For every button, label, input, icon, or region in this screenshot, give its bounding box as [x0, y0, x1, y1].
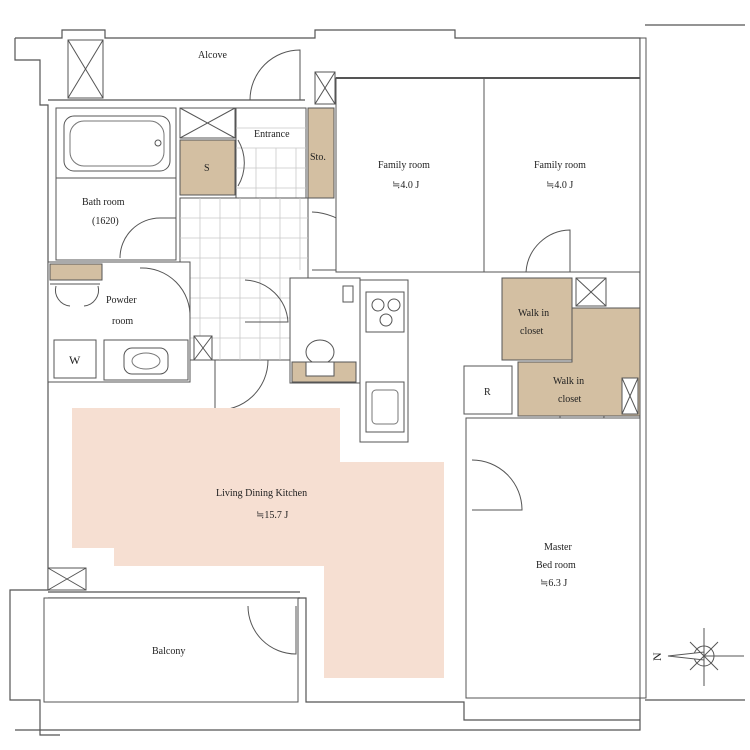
- ldk-floor-area: [72, 408, 444, 678]
- bath-room: Bath room (1620): [55, 107, 236, 261]
- bath-room-size: (1620): [92, 216, 119, 227]
- master-bedroom-size: ≒6.3 J: [540, 578, 567, 589]
- powder-room-sub: room: [112, 316, 133, 327]
- family-room-1: Family room ≒4.0 J: [335, 77, 485, 273]
- walk-in-closet-2-label-b: closet: [558, 394, 582, 405]
- toilet: [289, 277, 361, 384]
- walk-in-closet-2-label-a: Walk in: [553, 376, 584, 387]
- ldk-label: Living Dining Kitchen: [216, 488, 307, 499]
- storage-s-label: S: [204, 163, 210, 174]
- walk-in-closet-1: Walk in closet: [501, 277, 573, 361]
- walk-in-closet-1-label-b: closet: [520, 326, 544, 337]
- living-dining-kitchen: Living Dining Kitchen ≒15.7 J: [72, 408, 444, 678]
- family-room-1-label: Family room: [378, 160, 430, 171]
- hallway: [179, 197, 371, 411]
- washer-label: W: [69, 353, 81, 367]
- family-room-2-size: ≒4.0 J: [546, 180, 573, 191]
- family-room-1-size: ≒4.0 J: [392, 180, 419, 191]
- kitchen-counter: [359, 279, 409, 443]
- balcony: Balcony: [43, 567, 640, 721]
- balcony-label: Balcony: [152, 646, 185, 657]
- master-bedroom: Master Bed room ≒6.3 J: [465, 417, 641, 699]
- fridge-label: R: [484, 387, 491, 398]
- compass-north-label: N: [650, 652, 664, 661]
- master-bedroom-label-b: Bed room: [536, 560, 576, 571]
- bath-room-label: Bath room: [82, 197, 125, 208]
- master-bedroom-label-a: Master: [544, 542, 572, 553]
- family-room-2-label: Family room: [534, 160, 586, 171]
- entrance-label: Entrance: [254, 129, 290, 140]
- compass: N: [650, 628, 744, 686]
- walk-in-closet-1-label-a: Walk in: [518, 308, 549, 319]
- powder-room: W Powder room: [47, 261, 213, 383]
- entrance: Entrance: [235, 107, 307, 199]
- ldk-size: ≒15.7 J: [256, 510, 288, 521]
- alcove-area: Alcove: [48, 39, 305, 101]
- storage-s: S: [179, 139, 236, 196]
- alcove-label: Alcove: [198, 50, 227, 61]
- family-room-2: Family room ≒4.0 J: [483, 77, 641, 273]
- powder-room-label: Powder: [106, 295, 137, 306]
- storage-sto: Sto.: [307, 71, 336, 199]
- storage-sto-label: Sto.: [310, 152, 326, 163]
